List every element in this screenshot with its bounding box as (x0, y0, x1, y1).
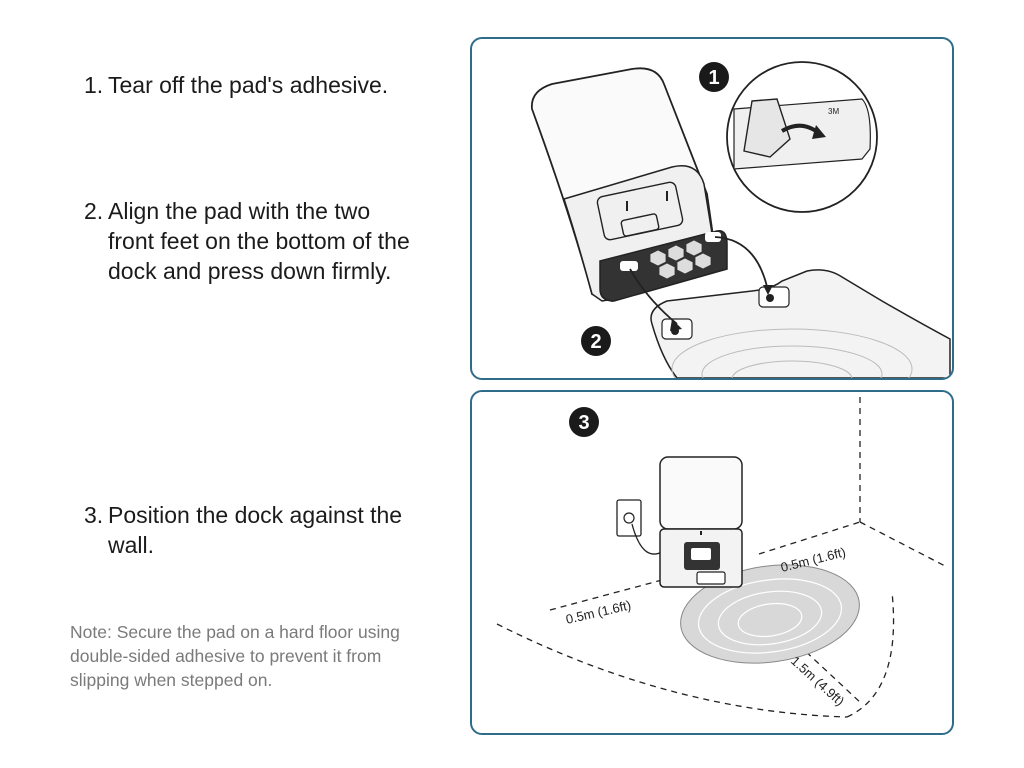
floor-pad-shape (650, 269, 951, 378)
step-1-text: Tear off the pad's adhesive. (108, 72, 389, 98)
dock-body (530, 67, 728, 302)
illustration-pad-attach: 3M 1 2 (470, 37, 954, 380)
floor-pad (680, 564, 860, 664)
note-text: Note: Secure the pad on a hard floor usi… (70, 622, 400, 690)
badge-step-2: 2 (581, 326, 611, 356)
dim-label-left: 0.5m (1.6ft) (564, 597, 632, 627)
svg-text:1: 1 (708, 67, 719, 89)
badge-step-3: 3 (569, 407, 599, 437)
step-1: 1. Tear off the pad's adhesive. (84, 70, 468, 100)
illustration-dock-placement: 0.5m (1.6ft) 0.5m (1.6ft) 1.5m (4.9ft) 3 (470, 390, 954, 735)
step-2-number: 2. (84, 198, 104, 224)
svg-text:2: 2 (590, 331, 601, 353)
step-3: 3. Position the dock against the wall. (84, 500, 418, 560)
step-3-text: Position the dock against the wall. (108, 502, 403, 558)
wall-corner-lines (859, 397, 948, 568)
wall-outlet (616, 499, 663, 555)
svg-text:3: 3 (578, 412, 589, 434)
adhesive-label: 3M (828, 107, 839, 116)
dock-placement-drawing: 0.5m (1.6ft) 0.5m (1.6ft) 1.5m (4.9ft) 3 (496, 397, 948, 718)
step-1-number: 1. (84, 72, 104, 98)
step-2: 2. Align the pad with the two front feet… (84, 196, 418, 286)
badge-step-1: 1 (699, 62, 729, 92)
pad-attach-drawing: 3M 1 2 (530, 61, 951, 378)
adhesive-zoom-callout: 3M (726, 61, 878, 213)
step-2-text: Align the pad with the two front feet on… (108, 198, 410, 284)
step-3-number: 3. (84, 502, 104, 528)
placement-arrows (629, 236, 769, 325)
dim-label-front: 1.5m (4.9ft) (788, 653, 847, 709)
dock-unit (659, 456, 743, 588)
